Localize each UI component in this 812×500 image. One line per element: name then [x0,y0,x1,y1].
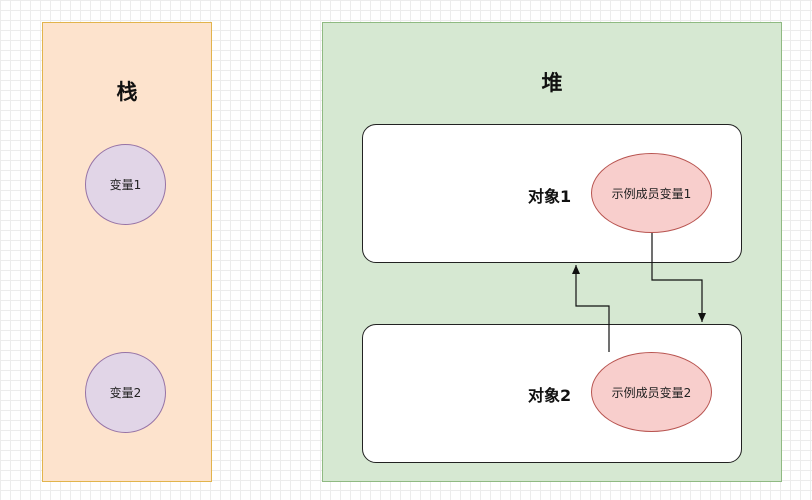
heap-title: 堆 [541,71,563,95]
stack-variable-2[interactable]: 变量2 [85,352,166,433]
arrow-member1-to-object2 [651,233,706,322]
stack-title: 栈 [116,80,138,104]
object-2-member[interactable]: 示例成员变量2 [591,352,712,432]
object-1-label: 对象1 [528,187,572,206]
stack-variable-1[interactable]: 变量1 [85,144,166,225]
object-2-label: 对象2 [528,386,572,405]
arrow-member2-to-object1 [572,265,610,352]
object-1-member[interactable]: 示例成员变量1 [591,153,712,233]
